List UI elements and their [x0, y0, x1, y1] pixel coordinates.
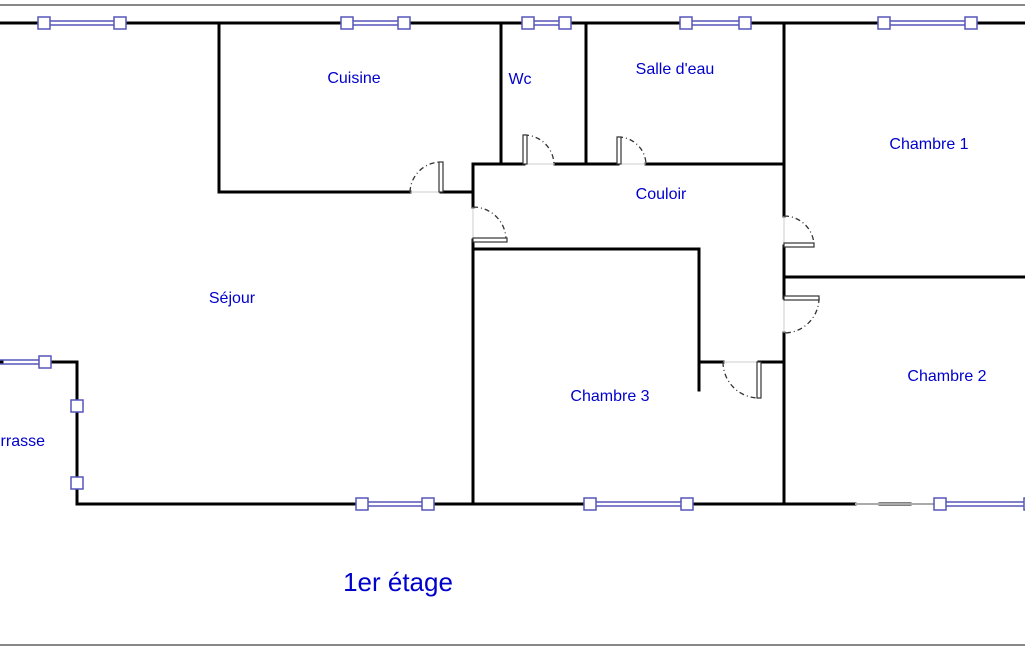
- door-swing: [523, 134, 555, 165]
- door-swing: [722, 361, 760, 399]
- window-frame: [38, 355, 52, 369]
- doors: [409, 134, 820, 399]
- window-frame: [877, 16, 891, 30]
- floor-title: 1er étage: [343, 567, 453, 597]
- window-frame: [583, 497, 597, 511]
- door-swing: [472, 206, 507, 241]
- window-frame: [679, 16, 693, 30]
- door-swing: [783, 297, 820, 334]
- room-label-chambre-1: Chambre 1: [889, 136, 968, 153]
- room-label-cuisine: Cuisine: [327, 70, 380, 87]
- window-frame: [964, 16, 978, 30]
- room-label-terrasse: Terrasse: [0, 433, 45, 450]
- door-swing: [783, 215, 815, 247]
- window-frame: [421, 497, 435, 511]
- window-frame: [70, 399, 84, 413]
- window-frame: [933, 497, 947, 511]
- room-label-sejour: Séjour: [209, 290, 256, 307]
- door-leaf: [783, 295, 820, 301]
- window-frame: [113, 16, 127, 30]
- window-frame: [340, 16, 354, 30]
- door-swing: [409, 161, 442, 193]
- door-swing: [617, 136, 647, 165]
- room-label-chambre-2: Chambre 2: [907, 368, 986, 385]
- door-leaf: [438, 161, 444, 193]
- window-frame: [521, 16, 535, 30]
- window-frame: [70, 476, 84, 490]
- room-label-salle-deau: Salle d'eau: [636, 61, 715, 78]
- window-frame: [355, 497, 369, 511]
- room-label-wc: Wc: [508, 71, 531, 88]
- windows: [0, 16, 1025, 511]
- room-label-chambre-3: Chambre 3: [570, 388, 649, 405]
- door-leaf: [472, 237, 508, 243]
- door-leaf: [783, 242, 815, 248]
- door-leaf: [756, 361, 762, 399]
- window-frame: [738, 16, 752, 30]
- room-label-couloir: Couloir: [636, 186, 687, 203]
- window-frame: [680, 497, 694, 511]
- door-leaf: [522, 134, 528, 165]
- window-frame: [397, 16, 411, 30]
- walls: [0, 21, 1025, 506]
- window-frame: [37, 16, 51, 30]
- door-leaf: [616, 136, 622, 165]
- window-frame: [558, 16, 572, 30]
